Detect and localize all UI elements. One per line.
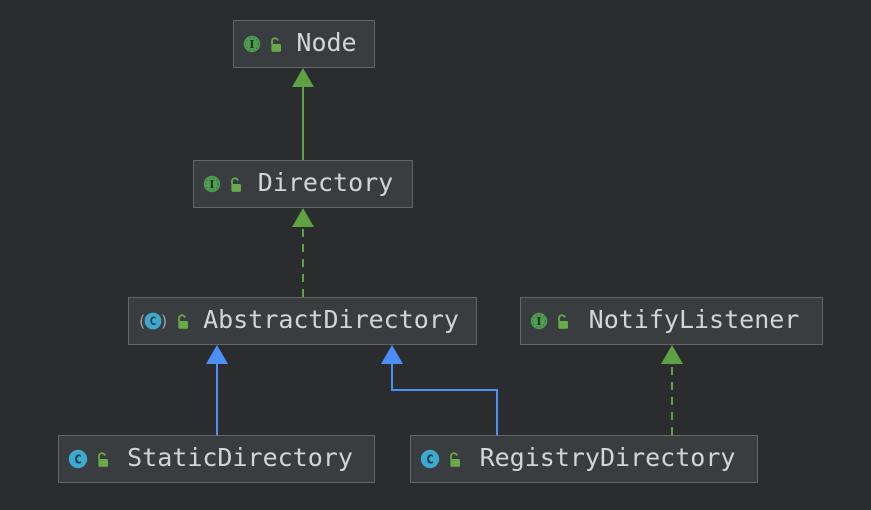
- public-unlocked-icon: [174, 313, 190, 330]
- arrowhead: [292, 208, 314, 227]
- class-node-registry-directory[interactable]: C RegistryDirectory: [410, 435, 758, 483]
- svg-text:C: C: [426, 451, 434, 466]
- edge-abstractdirectory-implements-directory: [292, 208, 314, 297]
- class-name-label: NotifyListener: [588, 305, 800, 334]
- class-name-label: StaticDirectory: [127, 443, 353, 472]
- svg-text:C: C: [150, 314, 157, 328]
- arrowhead: [206, 345, 228, 364]
- public-unlocked-icon: [94, 451, 110, 468]
- public-unlocked-icon: [267, 36, 283, 53]
- class-node-abstract-directory[interactable]: ( C) AbstractDirectory: [128, 297, 477, 345]
- svg-text:(: (: [139, 312, 145, 331]
- arrowhead: [381, 345, 403, 364]
- class-name-label: Node: [296, 28, 357, 57]
- class-node-directory[interactable]: I Directory: [193, 160, 413, 208]
- class-name-label: AbstractDirectory: [203, 305, 459, 334]
- svg-text:I: I: [536, 314, 541, 328]
- edge-staticdirectory-extends-abstractdirectory: [206, 345, 228, 435]
- class-node-static-directory[interactable]: C StaticDirectory: [58, 435, 375, 483]
- edge-registrydirectory-implements-notifylistener: [661, 345, 683, 435]
- edge-directory-extends-node: [292, 68, 314, 160]
- public-unlocked-icon: [554, 313, 570, 330]
- svg-text:): ): [161, 312, 167, 331]
- public-unlocked-icon: [227, 176, 243, 193]
- svg-text:C: C: [74, 451, 82, 466]
- class-node-node[interactable]: I Node: [233, 20, 375, 68]
- interface-icon: I: [203, 175, 221, 193]
- class-icon: C: [68, 449, 88, 469]
- arrowhead: [292, 68, 314, 87]
- interface-icon: I: [530, 312, 548, 330]
- class-name-label: Directory: [257, 168, 394, 197]
- edge-registrydirectory-extends-abstractdirectory: [381, 345, 498, 435]
- arrowhead: [661, 345, 683, 364]
- class-node-notify-listener[interactable]: I NotifyListener: [520, 297, 823, 345]
- interface-icon: I: [243, 35, 261, 53]
- abstract-class-icon: ( C): [138, 310, 168, 332]
- public-unlocked-icon: [446, 451, 462, 468]
- class-name-label: RegistryDirectory: [479, 443, 736, 472]
- class-icon: C: [420, 449, 440, 469]
- svg-text:I: I: [249, 37, 254, 51]
- svg-text:I: I: [209, 177, 214, 191]
